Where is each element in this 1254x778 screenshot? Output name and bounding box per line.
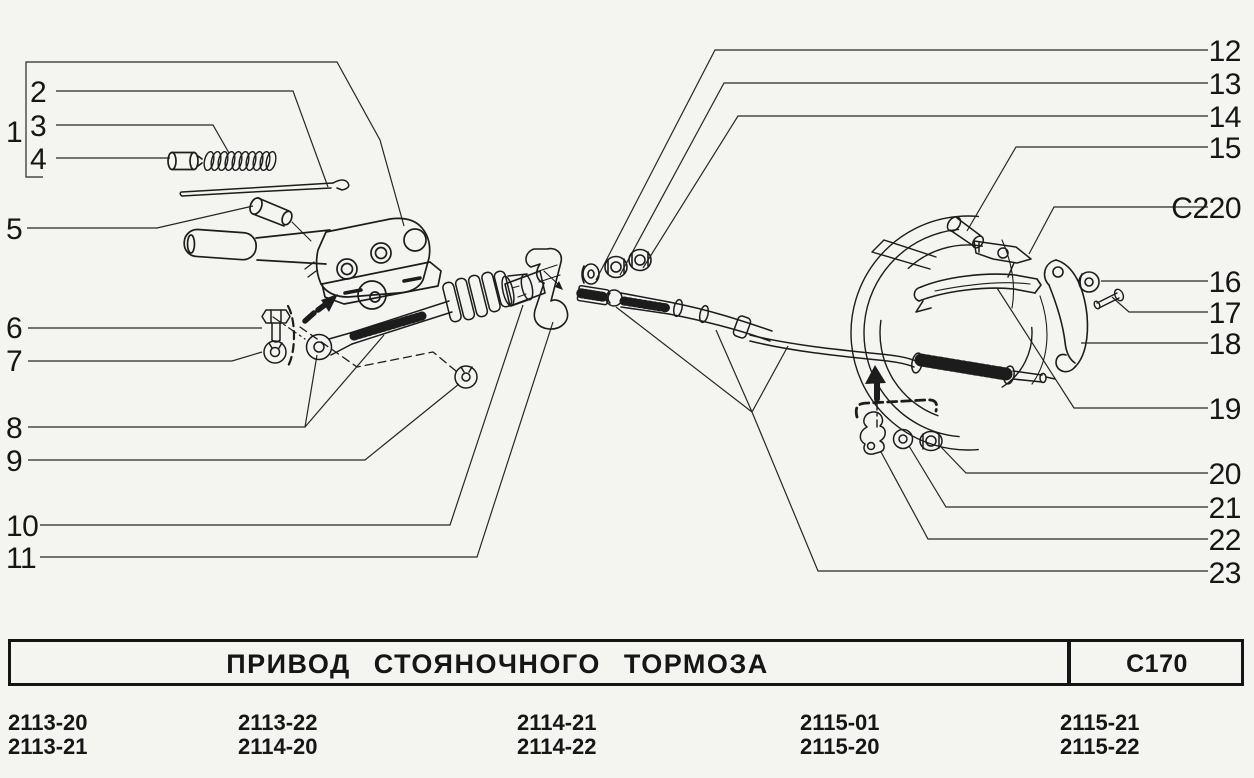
handbrake-lever-part (183, 217, 442, 310)
table-right-edge (1241, 639, 1244, 686)
model-code: 2113-21 (8, 734, 88, 759)
callout-4[interactable]: 4 (30, 143, 47, 176)
nut-part-13 (604, 255, 628, 279)
assembly-dashed-line (299, 326, 457, 372)
model-column-1: 2113-20 2113-21 (8, 711, 88, 759)
model-code: 2115-22 (1060, 734, 1140, 759)
clip-nut-part (454, 365, 478, 389)
callout-7[interactable]: 7 (6, 345, 23, 378)
brake-backplate-part (850, 215, 1086, 451)
model-code: 2113-20 (8, 710, 88, 735)
callout-5[interactable]: 5 (6, 213, 23, 246)
model-code: 2115-20 (800, 734, 880, 759)
model-column-5: 2115-21 2115-22 (1060, 711, 1140, 759)
table-divider (1067, 639, 1071, 686)
callout-2[interactable]: 2 (30, 76, 47, 109)
clevis-pin-part (249, 197, 312, 242)
adjuster-rod-part (305, 300, 453, 361)
callout-23[interactable]: 23 (1209, 557, 1242, 590)
callout-8[interactable]: 8 (6, 412, 23, 445)
table-bottom-rule (8, 683, 1244, 686)
pin-part-15 (946, 216, 985, 249)
callout-9[interactable]: 9 (6, 445, 23, 478)
callout-12[interactable]: 12 (1209, 35, 1242, 68)
callout-15[interactable]: 15 (1209, 132, 1242, 165)
callout-3[interactable]: 3 (30, 110, 47, 143)
retaining-clip-part (263, 340, 287, 364)
cable-assembly-arrow-icon (865, 365, 886, 428)
callout-17[interactable]: 17 (1209, 297, 1242, 330)
callout-18[interactable]: 18 (1209, 328, 1242, 361)
callout-16[interactable]: 16 (1209, 266, 1242, 299)
callout-19[interactable]: 19 (1209, 393, 1242, 426)
model-column-4: 2115-01 2115-20 (800, 711, 880, 759)
parking-brake-diagram: 1 2 3 4 5 6 7 8 9 10 11 12 13 14 15 C220… (6, 35, 1242, 590)
model-code: 2114-22 (517, 734, 597, 759)
lever-assembly-arrow-icon (272, 294, 338, 340)
model-column-3: 2114-21 2114-22 (517, 711, 597, 759)
callout-13[interactable]: 13 (1209, 68, 1242, 101)
callout-6[interactable]: 6 (6, 312, 23, 345)
callout-1[interactable]: 1 (6, 116, 23, 149)
callout-14[interactable]: 14 (1209, 101, 1242, 134)
bolt-part (261, 309, 291, 343)
return-spring-part (203, 150, 277, 172)
table-left-edge (8, 639, 11, 686)
nut-part-14 (628, 248, 652, 272)
diagram-title: ПРИВОД СТОЯНОЧНОГО ТОРМОЗА (226, 648, 769, 679)
callout-c220[interactable]: C220 (1171, 192, 1241, 225)
model-code: 2113-22 (238, 710, 318, 735)
washer-part-16 (1078, 271, 1100, 293)
callout-21[interactable]: 21 (1209, 492, 1242, 525)
washer-part-21 (892, 428, 914, 450)
leader-lines (25, 49, 1208, 572)
callout-22[interactable]: 22 (1209, 524, 1242, 557)
cable-clamp-part (859, 411, 886, 455)
tension-rod-part (179, 179, 350, 197)
callout-11[interactable]: 11 (6, 542, 37, 575)
equalizer-part (504, 247, 569, 330)
nut-part-20 (919, 430, 943, 452)
model-code: 2114-20 (238, 734, 318, 759)
pin-part-17 (1093, 288, 1125, 310)
spacer-sleeve-part (167, 151, 203, 171)
rear-brake-cable-part (576, 284, 1056, 385)
group-bracket-dashed-right (854, 398, 938, 419)
callout-10[interactable]: 10 (6, 510, 39, 543)
model-code: 2115-21 (1060, 710, 1140, 735)
callout-20[interactable]: 20 (1209, 458, 1242, 491)
spreader-strut-part (913, 273, 1042, 313)
model-code: 2114-21 (517, 710, 597, 735)
callout-labels: 1 2 3 4 5 6 7 8 9 10 11 12 13 14 15 C220… (6, 35, 1242, 590)
washer-part-12 (581, 263, 600, 285)
model-column-2: 2113-22 2114-20 (238, 711, 318, 759)
group-bracket-dashed (286, 304, 296, 368)
section-code: C170 (1126, 649, 1188, 678)
model-code: 2115-01 (800, 710, 880, 735)
shoe-lever-part (1043, 259, 1089, 373)
table-top-rule (8, 639, 1244, 642)
